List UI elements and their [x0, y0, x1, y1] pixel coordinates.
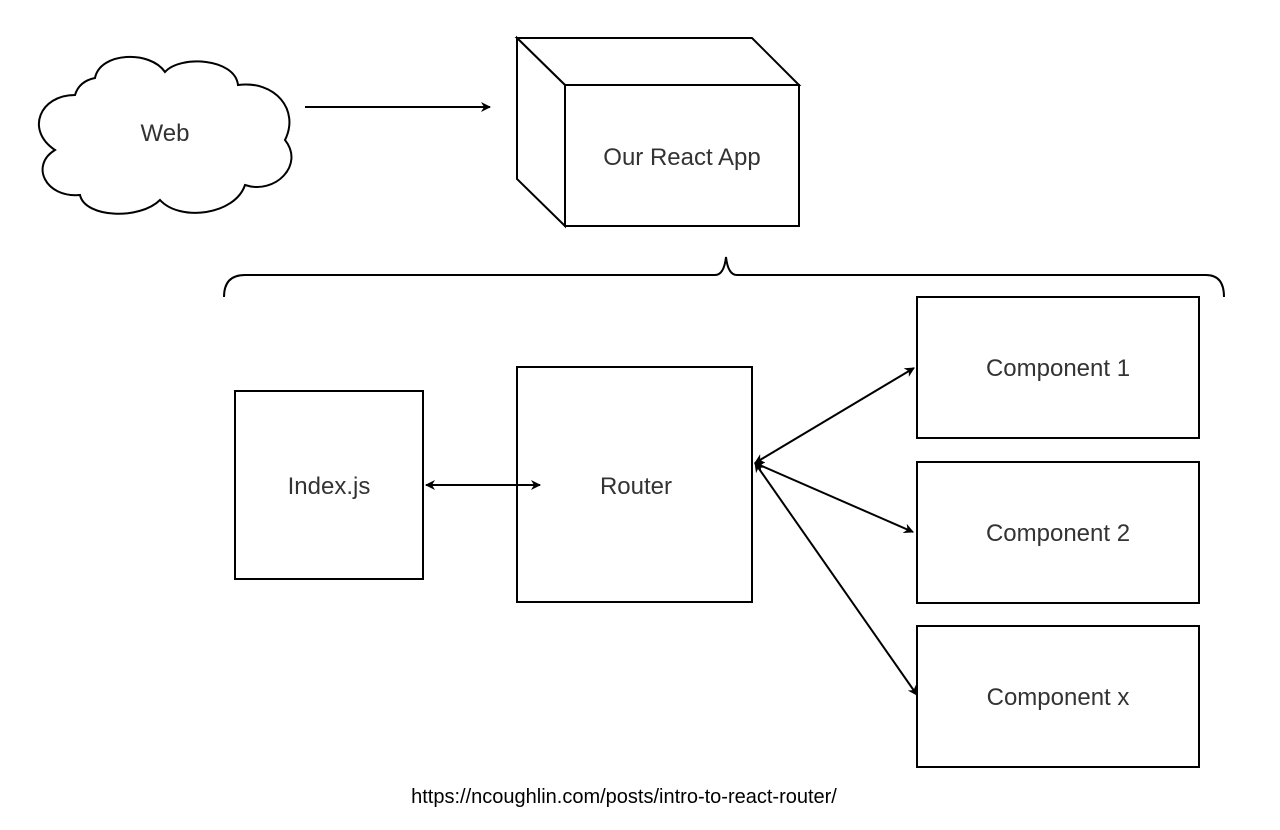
component-2-label: Component 2 — [986, 520, 1130, 547]
component-1-node: Component 1 — [916, 296, 1200, 439]
component-2-node: Component 2 — [916, 461, 1200, 604]
router-box — [516, 366, 753, 603]
router-component-x-arrow — [754, 462, 918, 696]
router-node: Router — [516, 366, 753, 603]
index-js-node: Index.js — [234, 390, 424, 580]
cube-top-face — [514, 37, 802, 86]
cube-front-face — [564, 84, 800, 227]
component-2-box — [916, 461, 1200, 604]
web-cloud: Web — [37, 55, 293, 215]
component-x-label: Component x — [987, 684, 1130, 711]
router-component-1-arrow — [754, 367, 915, 464]
component-1-label: Component 1 — [986, 355, 1130, 382]
component-1-box — [916, 296, 1200, 439]
cloud-shape — [37, 55, 293, 215]
component-x-box — [916, 625, 1200, 768]
router-label: Router — [600, 473, 672, 500]
component-x-node: Component x — [916, 625, 1200, 768]
react-app-cube: Our React App — [514, 35, 802, 229]
curly-brace — [223, 256, 1225, 298]
index-js-box — [234, 390, 424, 580]
web-label: Web — [141, 120, 190, 147]
react-app-label: Our React App — [603, 144, 760, 171]
source-url: https://ncoughlin.com/posts/intro-to-rea… — [411, 786, 837, 808]
index-js-label: Index.js — [288, 473, 371, 500]
